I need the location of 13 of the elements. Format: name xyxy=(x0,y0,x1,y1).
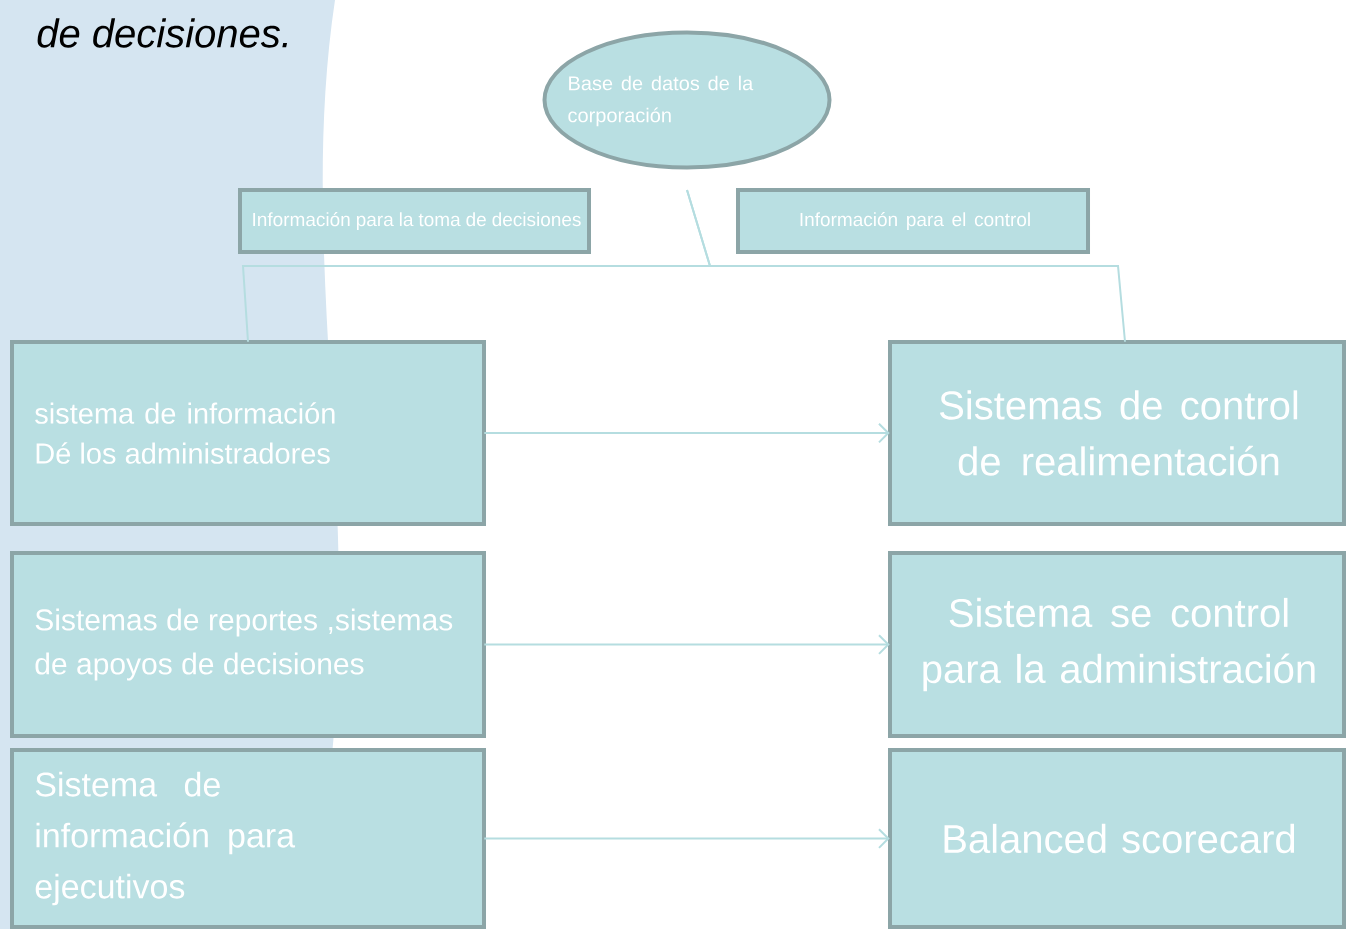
info-box: Información para la toma de decisiones xyxy=(238,188,591,254)
connector xyxy=(686,189,1126,343)
system-box: Balanced scorecard xyxy=(888,748,1346,929)
heading-text: de decisiones. xyxy=(37,18,287,48)
system-box: Sistemas de control de realimentación xyxy=(888,340,1346,526)
connector xyxy=(483,422,890,444)
connector xyxy=(483,828,890,849)
system-box: Sistema de información para ejecutivos xyxy=(10,748,486,929)
system-box: Sistema se control para la administración xyxy=(888,551,1346,738)
info-box: Información para el control xyxy=(736,188,1090,254)
system-box: sistema de información Dé los administradores xyxy=(10,340,486,526)
system-box: Sistemas de reportes ,sistemas de apoyos de decisiones xyxy=(10,551,486,738)
connector xyxy=(483,634,890,655)
